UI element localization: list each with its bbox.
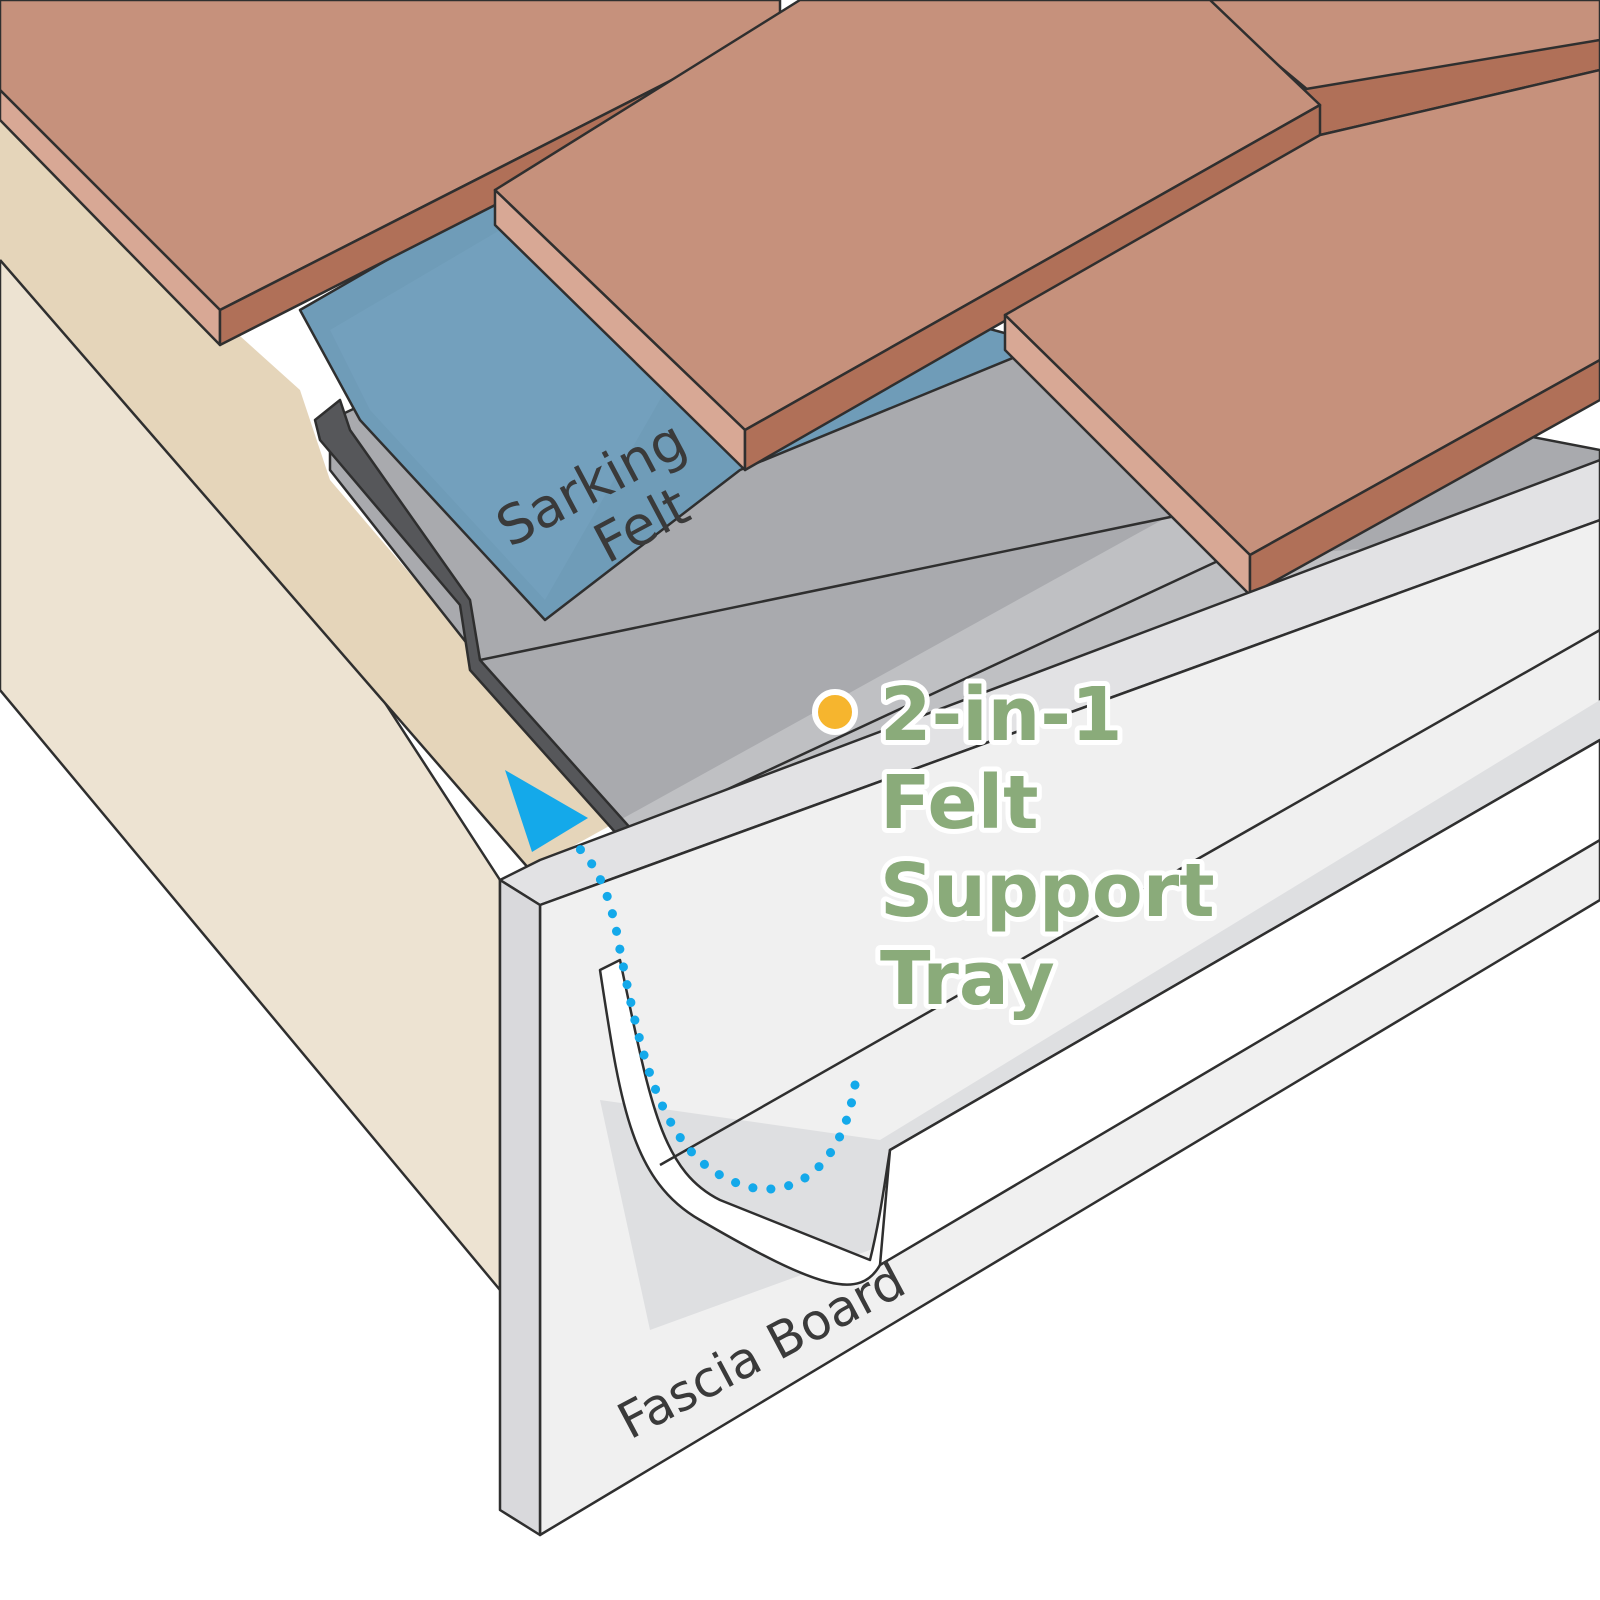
product-label-line2: Felt (880, 760, 1038, 846)
product-label-line4: Tray (880, 936, 1055, 1022)
gutter (598, 628, 1600, 1286)
orange-dot-icon (812, 689, 858, 735)
roof-tiles (0, 0, 1600, 597)
fascia-board (498, 458, 1600, 1537)
product-label-line3: Support (880, 848, 1215, 934)
product-label-line1: 2-in-1 (880, 672, 1122, 758)
product-label: 2-in-1 Felt Support Tray (812, 667, 1220, 1027)
water-flow-arrow-icon (505, 770, 860, 1194)
